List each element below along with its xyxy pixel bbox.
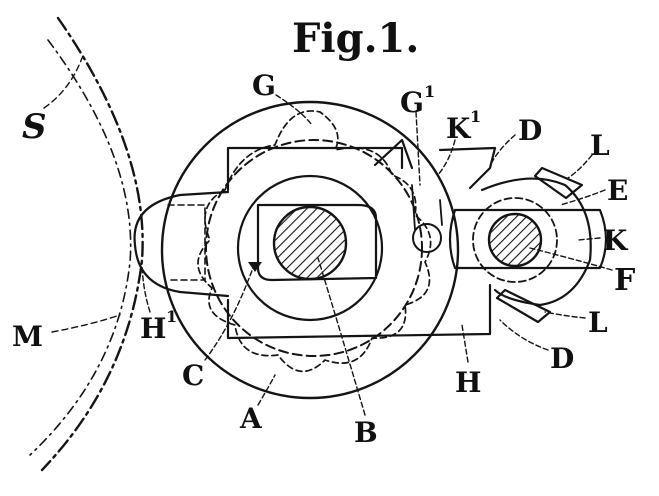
leader-h <box>461 324 469 363</box>
label-f: F <box>614 263 635 298</box>
label-l-top: L <box>590 129 610 162</box>
frame-h <box>226 146 492 340</box>
leader-f <box>529 247 613 271</box>
pawl-l-bottom <box>495 288 552 324</box>
arrow-c <box>248 262 262 272</box>
label-d-top: D <box>518 114 542 147</box>
leader-d-bottom <box>499 319 549 351</box>
leader-a <box>257 374 276 406</box>
pin-g1 <box>412 223 442 253</box>
label-h: H <box>455 366 481 399</box>
label-g: G <box>252 69 276 102</box>
figure-title: Fig.1. <box>292 15 419 62</box>
label-e: E <box>607 174 628 207</box>
leader-b <box>317 257 366 416</box>
pawl-l-top <box>533 166 584 200</box>
leader-m <box>51 314 121 333</box>
leader-c <box>204 261 256 361</box>
wheel-a-outer <box>160 100 460 400</box>
frame-h-right-arm <box>438 146 497 190</box>
label-a: A <box>239 402 263 435</box>
gear-g-teeth <box>197 110 432 373</box>
label-d-bottom: D <box>550 342 574 375</box>
leader-k1 <box>437 139 456 176</box>
wheel-arc-outer <box>40 16 144 472</box>
shaft-f <box>487 212 543 268</box>
eccentric-dashed-circle <box>472 197 558 283</box>
leader-g <box>275 94 313 126</box>
pinion-circle <box>236 174 384 322</box>
leader-d-top <box>491 134 516 163</box>
label-s: S <box>22 107 47 147</box>
leader-h1 <box>141 264 151 313</box>
label-k1-sup: 1 <box>470 107 481 126</box>
shaft-slot <box>256 203 378 282</box>
leader-l-bottom <box>544 311 586 319</box>
wheel-a-dashed-circle <box>205 139 423 357</box>
label-h1-sup: 1 <box>166 307 177 326</box>
rod-k <box>448 208 608 270</box>
label-l-bottom: L <box>588 306 608 339</box>
label-m: M <box>12 320 43 353</box>
shaft-b <box>272 205 348 281</box>
label-k: K <box>603 224 629 257</box>
lug-h1 <box>133 190 230 298</box>
leader-k <box>577 237 601 241</box>
label-h1: H <box>140 312 166 345</box>
label-b: B <box>354 416 378 449</box>
label-k1: K <box>446 112 472 145</box>
leader-e <box>559 189 606 206</box>
pin-g1-link <box>411 184 443 231</box>
label-g1-sup: 1 <box>424 82 435 101</box>
leader-s <box>43 57 83 109</box>
label-g1: G <box>400 86 424 119</box>
lug-h1-dashed <box>167 204 206 281</box>
wheel-arc-inner <box>29 39 132 456</box>
leader-g1 <box>415 111 421 186</box>
label-c: C <box>182 359 204 392</box>
frame-h-notch <box>373 138 414 170</box>
leader-l-top <box>567 154 593 179</box>
